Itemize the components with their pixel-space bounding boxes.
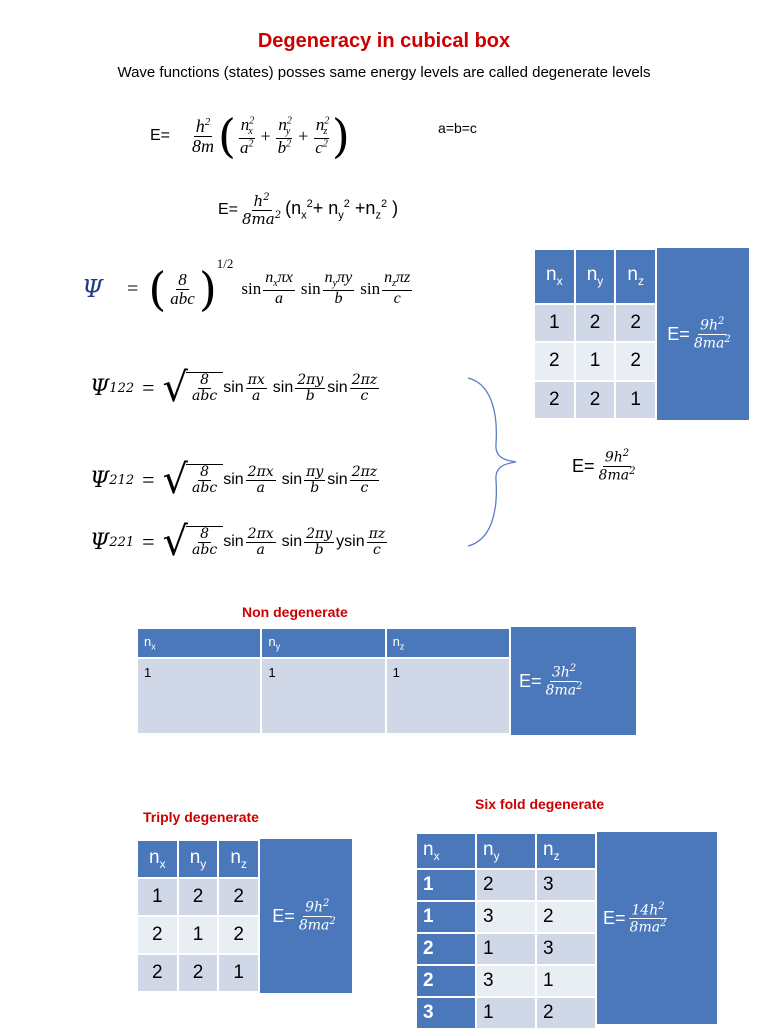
table-cell: 3 bbox=[535, 868, 597, 902]
table-cell: 1 bbox=[475, 996, 537, 1030]
table-cell: 3 bbox=[475, 900, 537, 934]
table-cell: 1 bbox=[533, 302, 576, 344]
header-ny: ny bbox=[475, 832, 537, 870]
table-cell: 1 bbox=[176, 915, 220, 955]
table-cell: 2 bbox=[136, 915, 179, 955]
table-cell: 1 bbox=[475, 932, 537, 966]
header-nz: nz bbox=[535, 832, 597, 870]
table-cell: 1 bbox=[260, 657, 387, 735]
table-cell: 2 bbox=[614, 302, 657, 344]
header-ny: ny bbox=[260, 627, 387, 659]
page-subtitle: Wave functions (states) posses same ener… bbox=[117, 64, 651, 81]
header-ny: ny bbox=[176, 839, 220, 879]
non-degenerate-label: Non degenerate bbox=[242, 604, 348, 620]
ny-over-b: n2y b2 bbox=[276, 114, 293, 157]
table-cell: 1 bbox=[384, 657, 512, 735]
nx-over-a: n2x a2 bbox=[238, 114, 255, 157]
table-cell: 3 bbox=[415, 996, 477, 1030]
table-cell: 2 bbox=[533, 379, 576, 421]
right-paren: ) bbox=[331, 109, 350, 163]
table-cell: 1 bbox=[535, 964, 597, 998]
table-cell: 2 bbox=[136, 953, 179, 993]
table-cell: 1 bbox=[614, 379, 657, 421]
nz-over-c: n2z c2 bbox=[313, 114, 330, 157]
header-nx: nx bbox=[135, 627, 263, 659]
table-cell: 2 bbox=[535, 996, 597, 1030]
left-paren: ( bbox=[218, 109, 236, 163]
table-cell: 2 bbox=[176, 877, 220, 917]
header-ny: ny bbox=[573, 248, 617, 305]
table-cell: 1 bbox=[136, 877, 179, 917]
triply-degenerate-label: Triply degenerate bbox=[143, 809, 259, 825]
table-cell: 2 bbox=[573, 379, 617, 421]
cube-condition: a=b=c bbox=[438, 120, 477, 136]
table-cell: 2 bbox=[535, 900, 597, 934]
table-cell: 1 bbox=[573, 341, 617, 382]
table-cell: 1 bbox=[135, 657, 263, 735]
table-cell: 2 bbox=[217, 915, 260, 955]
energy-lhs: E= bbox=[150, 127, 171, 144]
six-fold-table: nx ny nz 1 2 3 1 3 2 2 1 3 2 3 1 3 1 2 bbox=[415, 832, 717, 1030]
header-nz: nz bbox=[217, 839, 260, 879]
header-nz: nz bbox=[384, 627, 512, 659]
table-cell: 2 bbox=[217, 877, 260, 917]
table-cell: 2 bbox=[415, 932, 477, 966]
curly-brace-icon bbox=[467, 377, 517, 547]
table-cell: 2 bbox=[614, 341, 657, 382]
header-nz: nz bbox=[614, 248, 657, 305]
h2-over-8m: h2 8m bbox=[192, 115, 215, 156]
table-cell: 2 bbox=[176, 953, 220, 993]
table-cell: 2 bbox=[475, 868, 537, 902]
header-nx: nx bbox=[136, 839, 179, 879]
page-title: Degeneracy in cubical box bbox=[257, 30, 511, 52]
six-fold-label: Six fold degenerate bbox=[475, 796, 605, 812]
table-cell: 2 bbox=[573, 302, 617, 344]
table-cell: 1 bbox=[415, 868, 477, 902]
h2-over-8ma2: h2 8ma2 bbox=[242, 191, 282, 228]
table-cell: 1 bbox=[415, 900, 477, 934]
table-cell: 1 bbox=[217, 953, 260, 993]
energy-formula: E= h2 8m ( n2x a2 + n2y b2 + n2z c2 ) bbox=[150, 109, 350, 163]
table-cell: 3 bbox=[475, 964, 537, 998]
table-cell: 2 bbox=[533, 341, 576, 382]
header-nx: nx bbox=[533, 248, 576, 305]
energy-simplified: E= h2 8ma2 (nx2+ ny2 +nz2 ) bbox=[218, 191, 399, 228]
header-nx: nx bbox=[415, 832, 477, 870]
table-cell: 3 bbox=[535, 932, 597, 966]
table-cell: 2 bbox=[415, 964, 477, 998]
